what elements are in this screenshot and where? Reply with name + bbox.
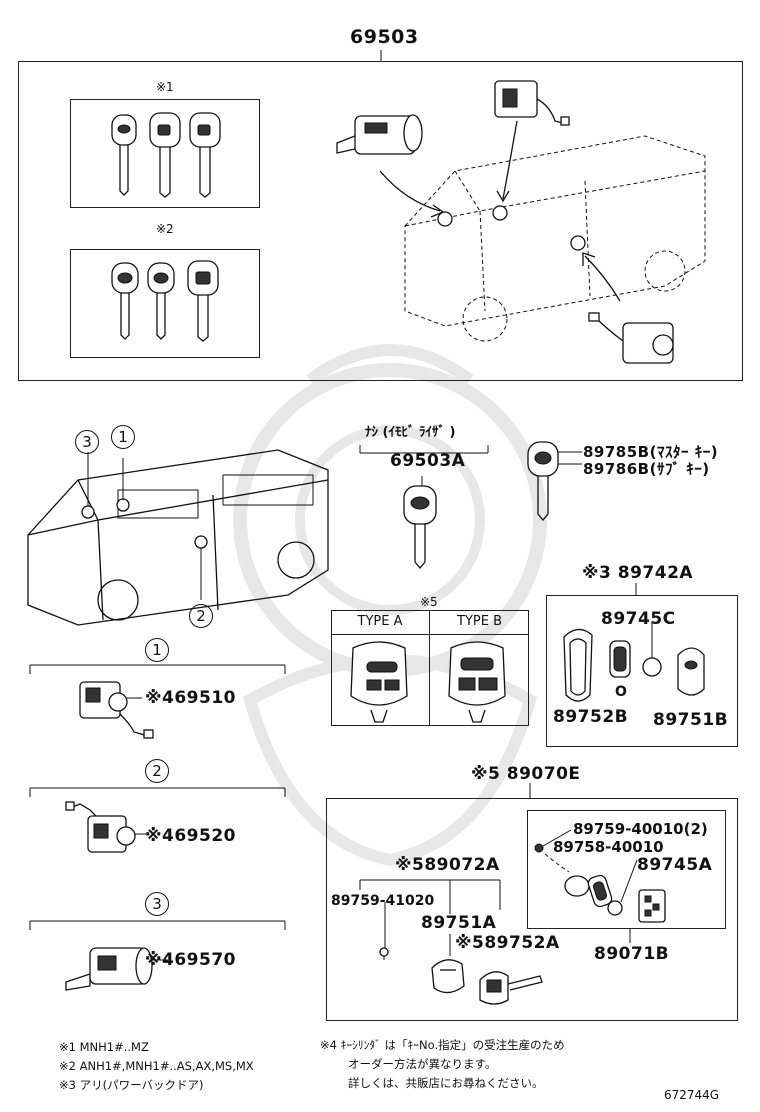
immobilizer-key-group <box>359 445 489 570</box>
key-group-1-keys <box>111 112 221 198</box>
key-kit-box <box>326 798 738 1021</box>
key-kit-case-part: ※589752A <box>455 933 560 953</box>
callout-3-section: 3 <box>145 892 169 916</box>
module-o-ring-icon <box>587 874 613 908</box>
master-key-part: 89785B(ﾏｽﾀｰ ｷｰ) <box>583 443 719 461</box>
key-icon <box>111 262 139 340</box>
top-van-illustration <box>336 80 706 364</box>
key-group-1-box <box>70 99 260 208</box>
key-icon <box>527 441 559 522</box>
transmitter-battery-part: 89745C <box>601 609 676 629</box>
key-kit-parts <box>379 947 543 1005</box>
note-3: ※3 アリ(パワーバックドア) <box>59 1078 204 1092</box>
note-2: ※2 ANH1#,MNH1#..AS,AX,MS,MX <box>59 1059 254 1073</box>
type-a-label: TYPE A <box>357 614 403 629</box>
key-icon <box>147 262 175 340</box>
section-2-part: ※469520 <box>145 826 236 846</box>
module-parts <box>534 829 666 923</box>
key-fob-type-b-icon <box>448 641 506 723</box>
module-screw-set-part: 89759-40010(2) <box>573 820 708 838</box>
key-icon <box>187 260 219 342</box>
module-subbox <box>527 810 726 929</box>
note-4-line-1: ※4 ｷｰｼﾘﾝﾀﾞ は「ｷｰNo.指定」の受注生産のため <box>320 1038 565 1052</box>
key-cover-icon <box>431 959 465 994</box>
transmitter-parts <box>563 621 705 702</box>
transmitter-case-icon <box>563 628 593 702</box>
transmitter-o-ring-label: O <box>615 684 627 700</box>
module-leader <box>629 929 631 943</box>
transmitter-o-ring-icon <box>609 640 631 678</box>
type-fobs <box>350 641 506 723</box>
type-box-mark: ※5 <box>420 595 438 609</box>
note-4-line-3: 詳しくは、共販店にお尋ねください。 <box>348 1076 544 1090</box>
transmitter-cover-part: 89751B <box>653 710 729 730</box>
module-part: 89071B <box>594 944 670 964</box>
main-assembly-leader <box>380 50 382 62</box>
transponder-module-icon <box>638 889 666 923</box>
master-key-illustration <box>527 441 582 522</box>
key-group-2-mark: ※2 <box>156 222 174 236</box>
back-door-cylinder-icon <box>588 312 674 364</box>
note-4-line-2: オーダー方法が異なります。 <box>348 1057 497 1071</box>
battery-icon <box>607 859 638 916</box>
key-group-2-keys <box>111 260 219 342</box>
location-van-illustration <box>27 449 329 626</box>
main-assembly-box <box>18 61 743 381</box>
key-kit-subassembly-leaders <box>359 879 501 956</box>
figure-code: 672744G <box>664 1088 720 1102</box>
module-housing-icon <box>564 875 590 897</box>
section-3-bracket <box>29 920 286 930</box>
transmitter-cover-icon <box>677 647 705 696</box>
immobilizer-note: ﾅｼ (ｲﾓﾋﾞ ﾗｲｻﾞ ) <box>365 425 456 440</box>
key-icon <box>111 114 137 196</box>
section-2-bracket <box>29 787 286 797</box>
type-b-label: TYPE B <box>457 614 502 629</box>
transmitter-box <box>546 595 738 747</box>
immobilizer-key-part: 69503A <box>390 451 466 471</box>
module-battery-part: 89745A <box>637 855 713 875</box>
section-1-part: ※469510 <box>145 688 236 708</box>
key-kit-subassembly-part: ※589072A <box>395 855 500 875</box>
door-cylinder-icon <box>494 80 570 126</box>
ignition-cylinder-3-icon <box>65 947 168 991</box>
key-kit-assembly-part: ※5 89070E <box>471 764 581 784</box>
key-icon <box>149 112 181 198</box>
key-icon <box>403 485 437 570</box>
main-assembly-part: 69503 <box>350 26 419 48</box>
door-lock-cylinder-1-icon <box>79 681 154 739</box>
door-lock-cylinder-2-icon <box>65 801 146 853</box>
module-screw-b-part: 89758-40010 <box>553 838 664 856</box>
key-group-1-mark: ※1 <box>156 80 174 94</box>
key-kit-screw-part: 89759-41020 <box>331 893 435 909</box>
screw-icon <box>379 947 389 960</box>
callout-2-top: 2 <box>189 604 213 628</box>
key-group-2-box <box>70 249 260 358</box>
transmitter-assembly-part: ※3 89742A <box>582 563 694 583</box>
section-1-bracket <box>29 664 286 674</box>
transmitter-leader <box>635 583 637 595</box>
key-case-icon <box>479 971 543 1005</box>
section-3-part: ※469570 <box>145 950 236 970</box>
sub-key-part: 89786B(ｻﾌﾞ ｷｰ) <box>583 460 710 478</box>
key-icon <box>189 112 221 198</box>
callout-1-top: 1 <box>111 425 135 449</box>
transmitter-case-part: 89752B <box>553 707 629 727</box>
key-kit-cover-part: 89751A <box>421 913 497 933</box>
type-header-line <box>331 634 529 636</box>
callout-3-top: 3 <box>75 430 99 454</box>
ignition-cylinder-icon <box>336 114 423 155</box>
key-kit-leader <box>529 783 531 799</box>
battery-icon <box>642 621 662 677</box>
type-divider <box>429 610 431 726</box>
callout-1-section: 1 <box>145 638 169 662</box>
callout-2-section: 2 <box>145 759 169 783</box>
note-1: ※1 MNH1#..MZ <box>59 1040 149 1054</box>
key-fob-type-a-icon <box>350 641 408 723</box>
screw-icon <box>534 829 572 853</box>
